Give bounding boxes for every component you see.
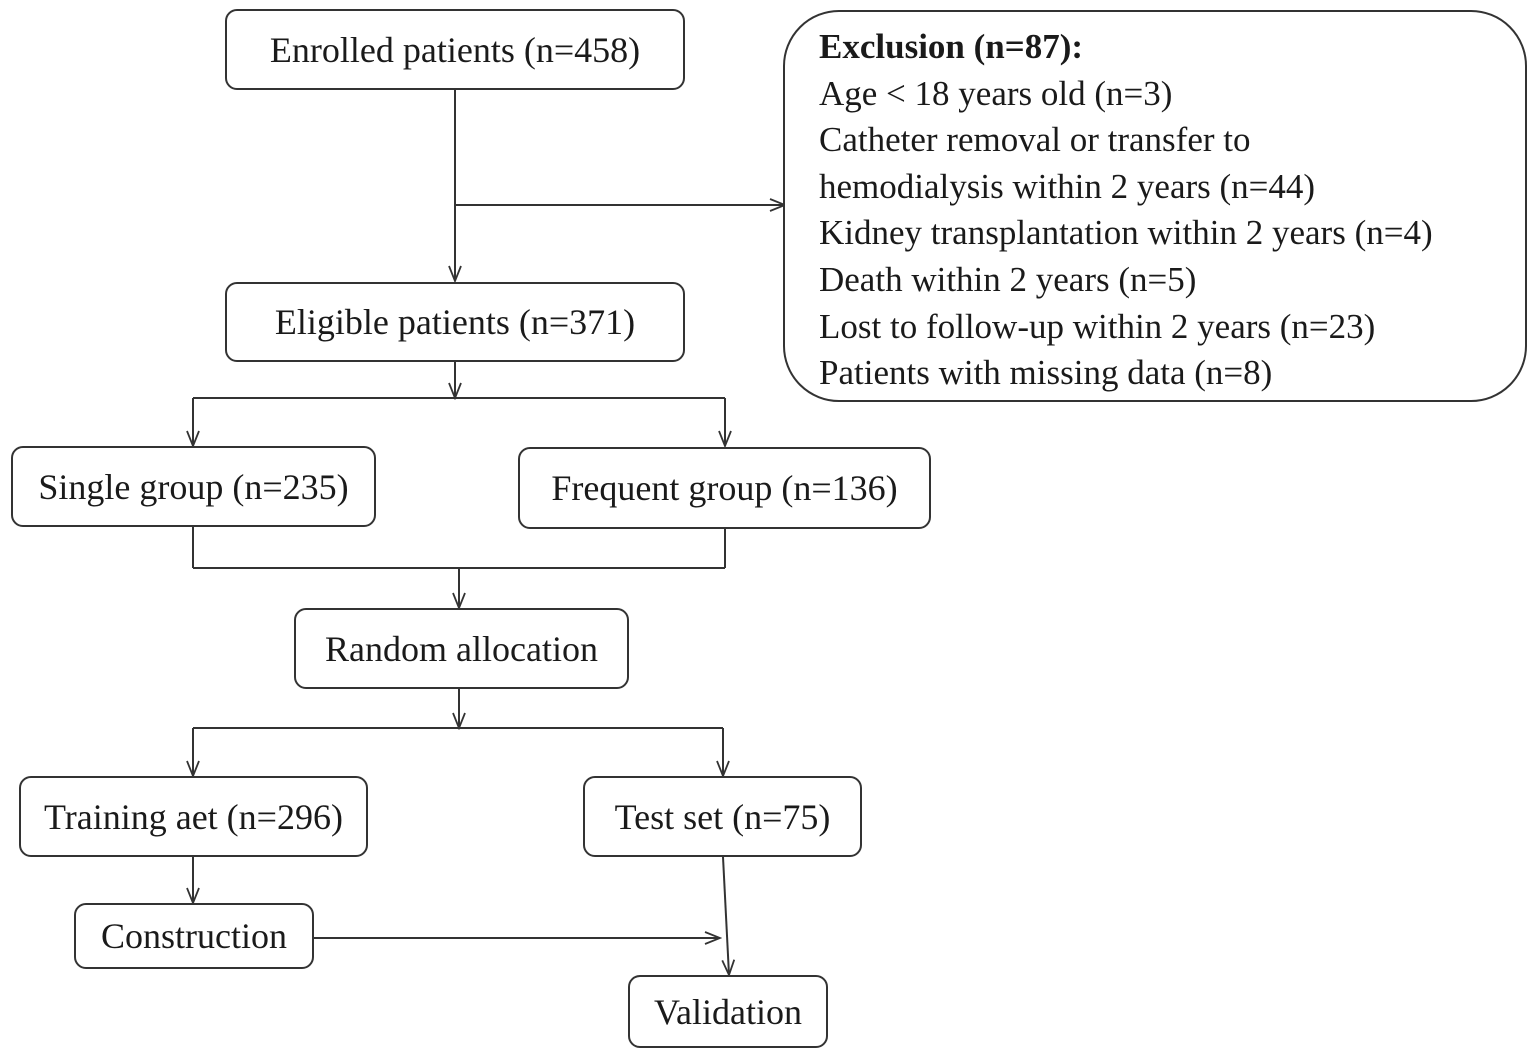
validation-box: Validation [628, 975, 828, 1048]
random-allocation-box: Random allocation [294, 608, 629, 689]
enrolled-patients-box: Enrolled patients (n=458) [225, 9, 685, 90]
eligible-patients-box: Eligible patients (n=371) [225, 282, 685, 362]
exclusion-item-death: Death within 2 years (n=5) [819, 259, 1197, 299]
exclusion-item-age: Age < 18 years old (n=3) [819, 73, 1173, 113]
arrow-test-to-validation [723, 856, 729, 975]
frequent-group-box: Frequent group (n=136) [518, 447, 931, 529]
exclusion-item-lost: Lost to follow-up within 2 years (n=23) [819, 306, 1376, 346]
test-set-box: Test set (n=75) [583, 776, 862, 857]
construction-box: Construction [74, 903, 314, 969]
exclusion-box: Exclusion (n=87): Age < 18 years old (n=… [783, 10, 1527, 402]
exclusion-title: Exclusion (n=87): [819, 27, 1084, 66]
exclusion-item-missing: Patients with missing data (n=8) [819, 353, 1273, 393]
training-set-box: Training aet (n=296) [19, 776, 368, 857]
exclusion-item-catheter: Catheter removal or transfer to [819, 120, 1251, 160]
exclusion-item-transplant: Kidney transplantation within 2 years (n… [819, 213, 1433, 253]
exclusion-item-hemodialysis: hemodialysis within 2 years (n=44) [819, 166, 1316, 206]
single-group-box: Single group (n=235) [11, 446, 376, 527]
